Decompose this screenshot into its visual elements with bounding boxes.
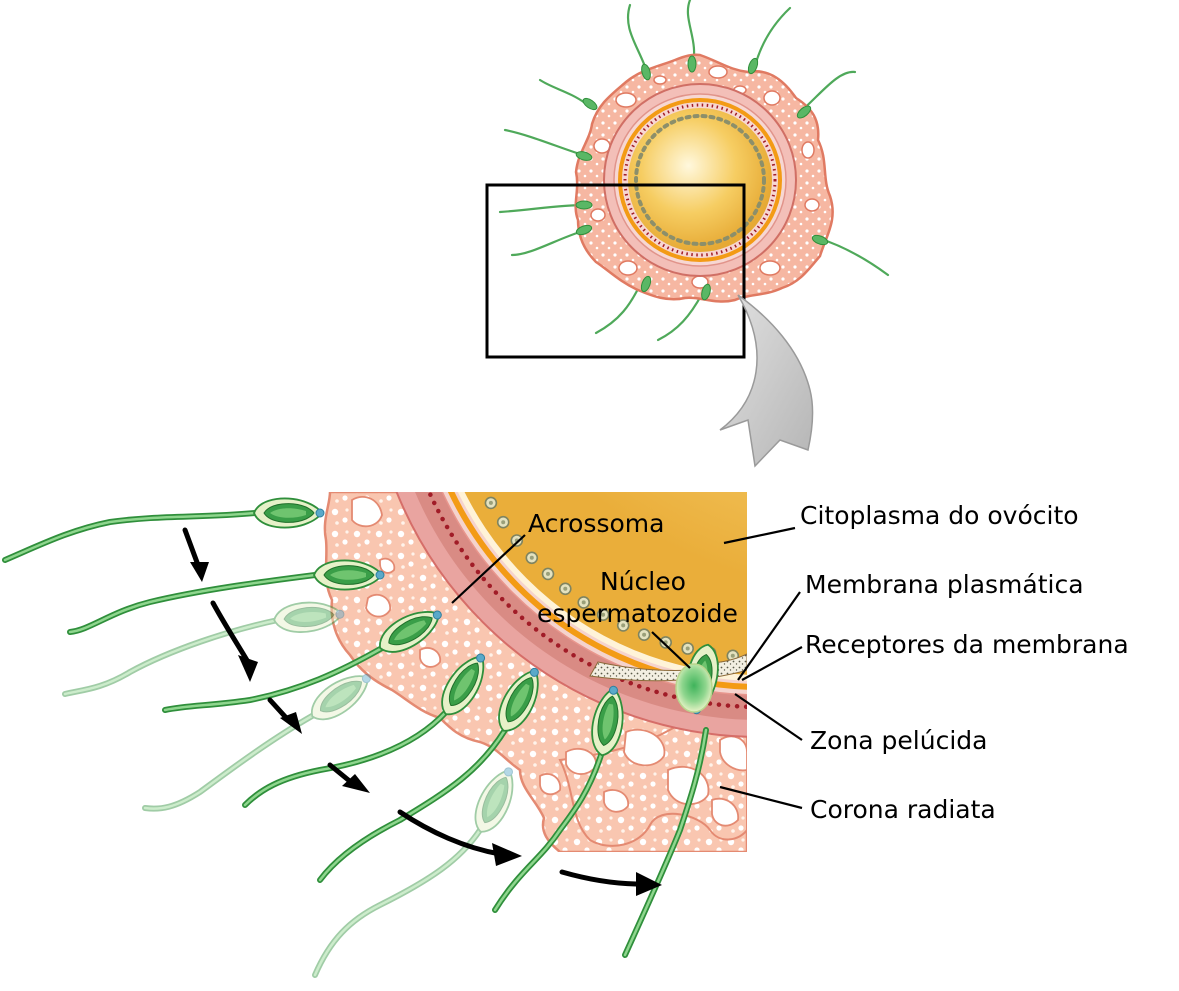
cortical-granule [443, 345, 454, 356]
sperm-head [591, 685, 624, 757]
sperm-cell [492, 685, 624, 913]
label-nucleo-2: espermatozoide [537, 599, 738, 628]
sperm-cell [162, 610, 442, 713]
label-zona: Zona pelúcida [810, 726, 987, 755]
label-corona: Corona radiata [810, 795, 996, 824]
sperm-cell [67, 559, 385, 635]
sperm-faded [312, 767, 514, 978]
cortical-granule [457, 435, 468, 446]
cortical-granule [475, 477, 486, 488]
membrane-dots-top [623, 103, 777, 257]
sperm-nucleus-fusing [675, 663, 713, 713]
label-citoplasma: Citoplasma do ovócito [800, 501, 1079, 530]
sperm-cell [317, 667, 539, 883]
sperm-heads-top [575, 55, 829, 301]
sperm-cell [242, 653, 486, 808]
ooplasm-top [628, 108, 772, 252]
sperm-head [474, 767, 514, 833]
sperm-faded [62, 601, 345, 697]
orange-ring-top [618, 98, 782, 262]
label-acrossoma: Acrossoma [528, 509, 664, 538]
sperm-head [498, 667, 539, 732]
label-membrana: Membrana plasmática [805, 570, 1084, 599]
cortical-granules-top [634, 114, 766, 246]
sperm-head [441, 653, 486, 716]
label-receptores: Receptores da membrana [805, 630, 1129, 659]
cortical-granule [451, 413, 462, 424]
sperm-cells [2, 497, 719, 978]
leader-lines [451, 526, 803, 810]
motion-arrowheads [190, 562, 662, 896]
sperm-faded [142, 674, 371, 812]
sperm-cell [2, 497, 325, 563]
sperm-head [313, 559, 385, 591]
label-nucleo-1: Núcleo [600, 567, 686, 596]
corona-holes-zoom [351, 495, 747, 827]
sperm-head [379, 610, 442, 653]
cortical-granule [444, 368, 455, 379]
cortical-granule [465, 456, 476, 467]
sperm-head [273, 601, 345, 633]
ooplasm-zoom [464, 492, 747, 675]
zoom-rectangle [485, 183, 746, 359]
sperm-head [310, 674, 371, 721]
egg-overview [498, 0, 890, 342]
zoom-arrow [719, 294, 814, 468]
cortical-granule [447, 391, 458, 402]
corona-holes-top [590, 65, 820, 289]
sperm-head [253, 497, 325, 529]
